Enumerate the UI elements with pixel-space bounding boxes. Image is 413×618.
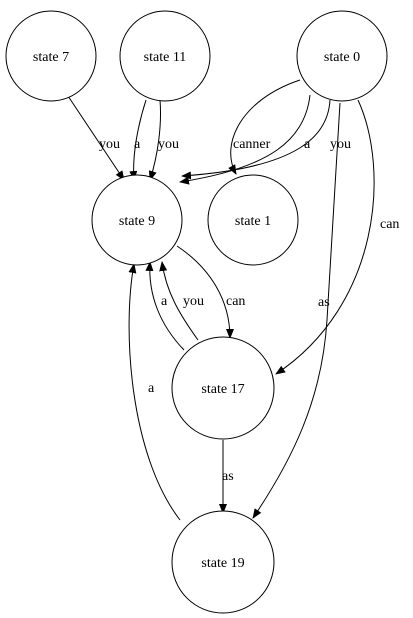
edge-label: can [380, 217, 399, 232]
edge-line [145, 261, 185, 351]
node-label: state 0 [324, 50, 360, 65]
edge-label: a [148, 381, 155, 396]
edge-state19-to-state9: a [128, 263, 181, 521]
edge-line [275, 99, 375, 375]
edge-state17-to-state9-a: a [145, 261, 185, 351]
edge-state0-to-state9-you: you [181, 99, 351, 180]
node-circle [171, 336, 275, 440]
edge-line [176, 245, 234, 339]
node-state-7: state 7 [5, 10, 97, 102]
node-label: state 19 [201, 556, 244, 571]
edge-line [129, 99, 147, 181]
edge-state0-to-state19: as [252, 102, 341, 519]
edge-line [128, 263, 181, 521]
node-label: state 7 [33, 50, 69, 65]
node-circle [207, 174, 299, 266]
node-state-1: state 1 [207, 174, 299, 266]
edge-state11-to-state9-a: a [129, 99, 147, 181]
node-circle [119, 10, 211, 102]
edge-label: can [226, 294, 245, 309]
edge-line [148, 99, 161, 181]
edge-state0-to-state1: canner [228, 79, 301, 175]
edge-label: you [158, 137, 179, 152]
node-state-0: state 0 [296, 10, 388, 102]
edge-line [181, 99, 331, 180]
node-label: state 17 [201, 382, 244, 397]
edge-label: you [99, 137, 120, 152]
edge-label: a [134, 137, 141, 152]
edge-label: you [183, 294, 204, 309]
node-state-17: state 17 [171, 336, 275, 440]
edge-label: you [330, 137, 351, 152]
node-circle [296, 10, 388, 102]
edge-state0-to-state9-a: a [179, 94, 311, 185]
edge-line [252, 102, 341, 519]
edge-label: a [161, 294, 168, 309]
node-state-9: state 9 [91, 174, 183, 266]
edge-line [67, 95, 125, 181]
node-label: state 1 [235, 214, 271, 229]
node-circle [91, 174, 183, 266]
edge-state17-to-state19: as [219, 440, 234, 514]
node-label: state 11 [144, 50, 187, 65]
node-state-19: state 19 [171, 510, 275, 614]
edge-state11-to-state9-you: you [148, 99, 179, 181]
node-circle [171, 510, 275, 614]
node-label: state 9 [119, 214, 155, 229]
edge-state0-to-state17: can [275, 99, 399, 375]
edge-state9-to-state17: can [176, 245, 245, 339]
edge-state7-to-state9: you [67, 95, 125, 181]
edge-label: as [318, 295, 330, 310]
edge-line [179, 94, 311, 185]
node-state-11: state 11 [119, 10, 211, 102]
edge-state17-to-state9-you: you [159, 261, 204, 341]
edge-label: a [304, 137, 311, 152]
edge-label: as [222, 469, 234, 484]
node-circle [5, 10, 97, 102]
edge-line [228, 79, 301, 175]
edge-line [159, 261, 199, 341]
edge-label: canner [233, 137, 271, 152]
